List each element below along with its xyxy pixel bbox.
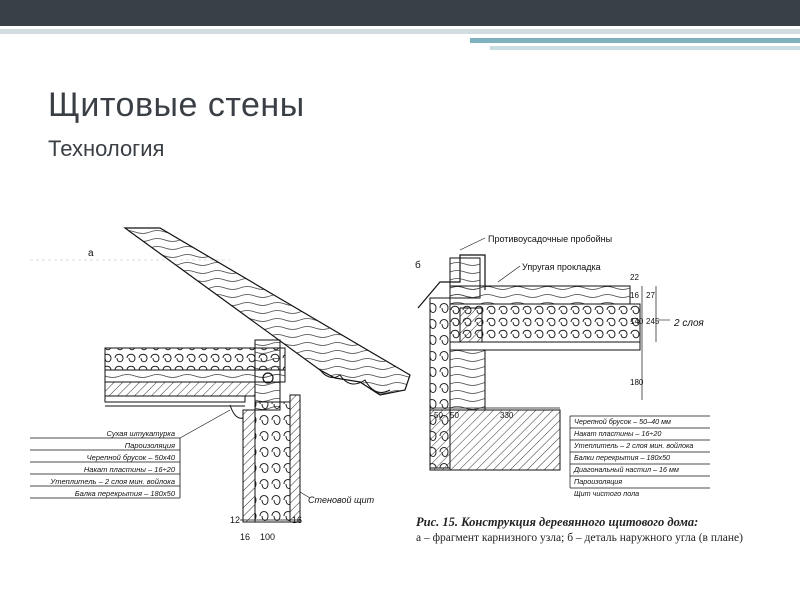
legend-a-item: Сухая штукатурка (107, 429, 176, 438)
dim-16b: 16 (240, 532, 250, 542)
caption-title: Рис. 15. Конструкция деревянного щитовог… (416, 515, 699, 529)
dim-12: 12 (230, 515, 240, 525)
legend-b-item: Черепной брусок – 50–40 мм (574, 417, 671, 426)
dim-b-50b: 50 (450, 411, 459, 420)
label-layers: 2 слоя (673, 318, 704, 329)
construction-drawing: а Сухая штукатурка Пароизоляция (30, 227, 710, 542)
legend-a-item: Утеплитель – 2 слоя мин. войлока (49, 477, 175, 486)
legend-b: Черепной брусок – 50–40 мм Накат пластин… (569, 415, 710, 498)
dim-b-value: 140 (630, 317, 644, 326)
dim-b-330: 330 (500, 411, 514, 420)
legend-b-item: Диагональный настил – 16 мм (573, 465, 679, 474)
legend-b-item: Балки перекрытия – 180х50 (574, 453, 670, 462)
top-bar (0, 0, 800, 26)
decor-strip-light (490, 46, 800, 50)
panel-a: а Сухая штукатурка Пароизоляция (30, 227, 411, 542)
legend-b-item: Щит чистого пола (574, 489, 639, 498)
dim-b-value: 180 (630, 378, 644, 387)
beam-layer (104, 381, 256, 397)
legend-a-item: Накат пластины – 16÷20 (84, 465, 176, 474)
caption-text: а – фрагмент карнизного узла; б – деталь… (416, 532, 743, 544)
panel-b-letter: б (415, 259, 421, 271)
wall-label: Стеновой щит (308, 495, 375, 505)
legend-b-item: Утеплитель – 2 слоя мин. войлока (573, 441, 693, 450)
panel-b: б Противоусадочные пробойны Упругая прок… (415, 234, 710, 498)
dim-b-value: 16 (630, 291, 639, 300)
dim-b-50: 50 (434, 411, 443, 420)
wall-insulation (254, 401, 291, 523)
label-top-1: Противоусадочные пробойны (488, 234, 612, 244)
legend-a: Сухая штукатурка Пароизоляция Черепной б… (30, 409, 231, 499)
legend-a-item: Балка перекрытия – 180х50 (75, 489, 176, 498)
dim-b-value: 245 (646, 317, 660, 326)
dim-b-value: 27 (646, 291, 655, 300)
slide-subtitle: Технология (48, 136, 165, 161)
dim-16: 16 (292, 515, 302, 525)
slide-title: Щитовые стены (48, 86, 305, 124)
panel-a-letter: а (88, 248, 94, 259)
decor-strip-accent (470, 38, 800, 43)
legend-b-item: Пароизоляция (574, 477, 622, 486)
label-top-2: Упругая прокладка (522, 262, 601, 272)
wall-sheathing (242, 409, 256, 523)
figure-caption: Рис. 15. Конструкция деревянного щитовог… (416, 514, 800, 546)
legend-a-item: Пароизоляция (125, 441, 175, 450)
dim-100: 100 (260, 532, 275, 542)
base-block (449, 409, 561, 471)
roof-rafter (123, 227, 411, 396)
dim-b-value: 22 (630, 273, 639, 282)
legend-b-item: Накат пластины – 16÷20 (574, 429, 661, 438)
legend-a-item: Черепной брусок – 50х40 (87, 453, 176, 462)
decor-strip (0, 29, 800, 34)
